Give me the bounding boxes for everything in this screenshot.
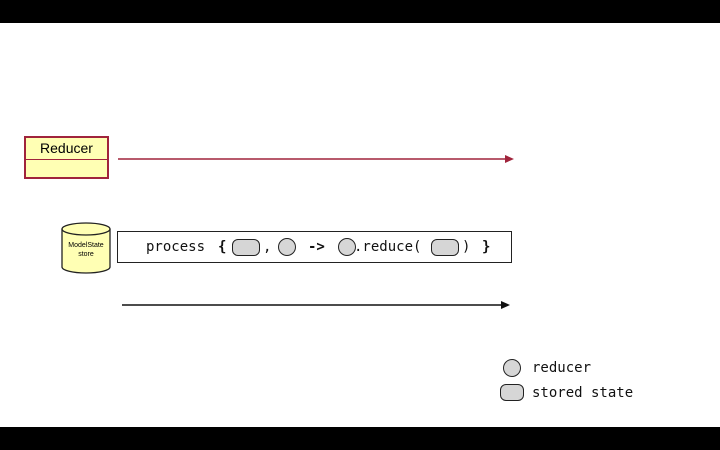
code-close-brace: } [482, 239, 491, 255]
code-open-brace: { [218, 239, 227, 255]
store-label: ModelState store [60, 241, 112, 259]
process-code-box: process { , -> .reduce( ) } [117, 231, 512, 263]
legend-reducer-label: reducer [532, 360, 592, 376]
reducer-shape [278, 238, 296, 256]
reducer-box: Reducer [24, 136, 109, 179]
code-method: .reduce( [354, 239, 422, 255]
legend-reducer-shape [503, 359, 521, 377]
store-label-line2: store [78, 251, 94, 258]
cylinder-icon [61, 222, 111, 274]
store-label-line1: ModelState [68, 242, 104, 249]
reducer-arrow [118, 155, 514, 163]
code-comma: , [263, 239, 272, 255]
reducer-title: Reducer [26, 138, 107, 160]
stored-state-shape [232, 239, 260, 256]
code-arrow: -> [308, 239, 325, 255]
legend-stored-state-shape [500, 384, 524, 401]
store-cylinder: ModelState store [60, 221, 112, 277]
code-keyword: process [146, 239, 206, 255]
stored-state-shape [431, 239, 459, 256]
code-close-paren: ) [462, 239, 471, 255]
reducer-shape [338, 238, 356, 256]
output-arrow [122, 301, 510, 309]
legend-stored-state-label: stored state [532, 385, 634, 401]
slide-canvas: Reducer ModelState store process { , -> … [0, 23, 720, 427]
